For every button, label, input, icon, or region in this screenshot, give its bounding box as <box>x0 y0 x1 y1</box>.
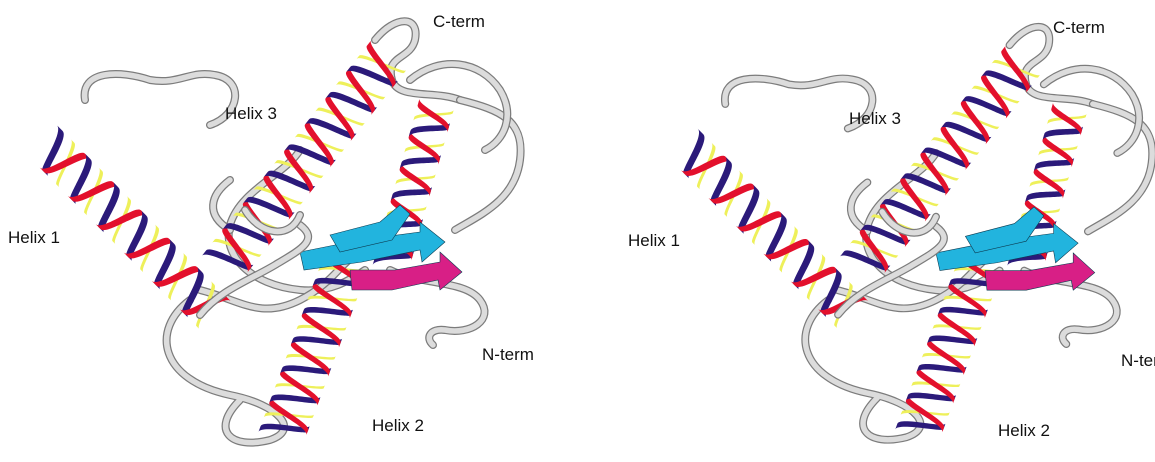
helix-1-label: Helix 1 <box>8 228 60 248</box>
helix-1-label: Helix 1 <box>628 231 680 251</box>
c-term-label: C-term <box>433 12 485 32</box>
coil-segment <box>85 74 236 125</box>
ribbon-group <box>27 21 521 448</box>
n-term-label: N-term <box>482 345 534 365</box>
coil-segment <box>805 300 920 440</box>
helix-3-label: Helix 3 <box>225 104 277 124</box>
left-stereo-view: C-term Helix 3 Helix 1 N-term Helix 2 <box>0 0 577 462</box>
c-term-label: C-term <box>1053 18 1105 38</box>
right-ribbon-structure <box>620 0 1155 462</box>
left-ribbon-structure <box>0 0 577 462</box>
right-stereo-view: C-term Helix 3 Helix 1 N-term Helix 2 <box>620 0 1155 462</box>
coil-segment <box>167 300 284 443</box>
helix-2-label: Helix 2 <box>998 421 1050 441</box>
helix-3-label: Helix 3 <box>849 109 901 129</box>
helix-2-label: Helix 2 <box>372 416 424 436</box>
helix-1-ribbon <box>669 129 868 330</box>
ribbon-group <box>669 27 1153 445</box>
n-term-label: N-term <box>1121 351 1155 371</box>
